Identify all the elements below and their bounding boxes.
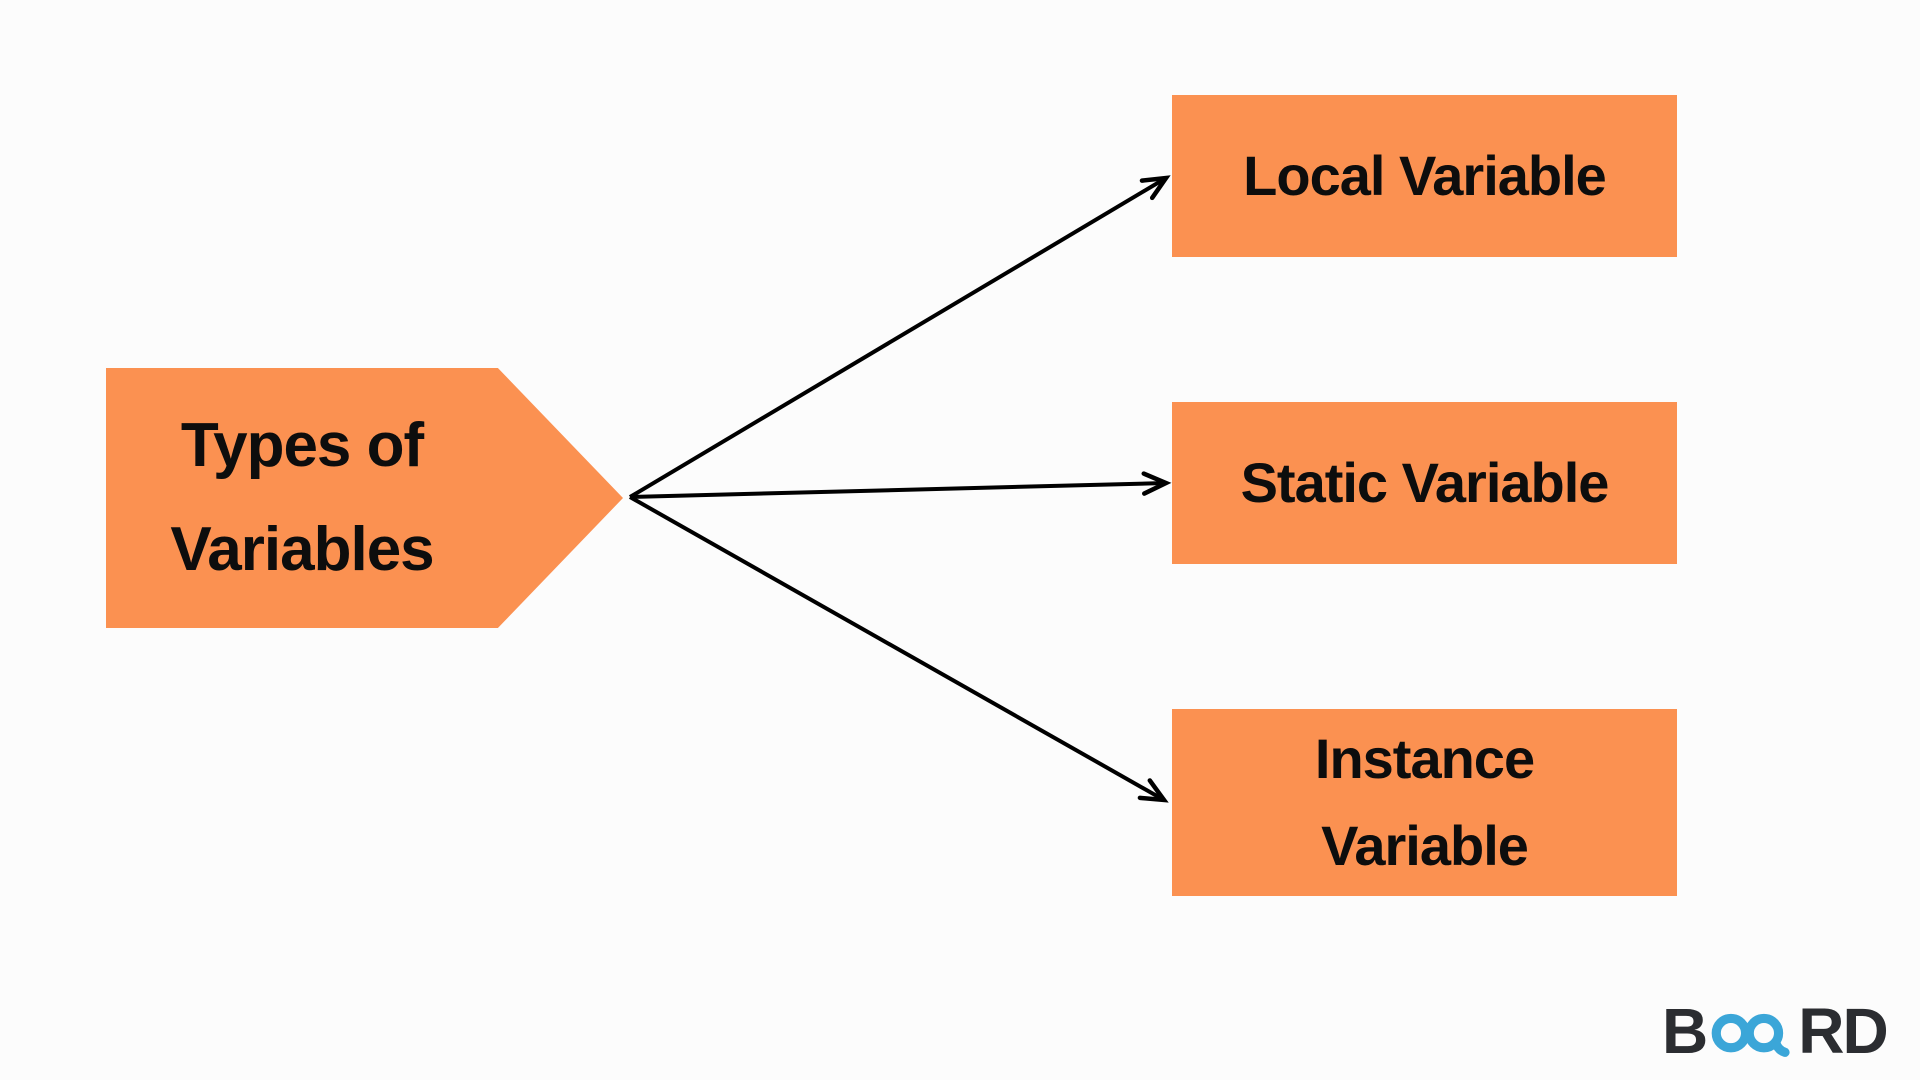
node-instance-variable: Instance Variable <box>1172 709 1677 896</box>
infinity-icon <box>1711 1013 1790 1057</box>
arrow-to-instance-variable <box>629 495 1169 803</box>
root-label-line-2: Variables <box>170 515 434 584</box>
node-local-variable-label: Local Variable <box>1243 143 1607 207</box>
node-static-variable-label: Static Variable <box>1240 450 1610 514</box>
arrow-to-static-variable <box>629 471 1172 499</box>
logo-letter-b: B <box>1662 995 1708 1067</box>
node-local-variable: Local Variable <box>1172 95 1677 257</box>
root-label-line-1: Types of <box>180 410 424 480</box>
board-logo: B RD <box>1662 995 1889 1067</box>
arrow-to-local-variable <box>628 175 1171 499</box>
root-node-types-of-variables: Types of Variables <box>106 368 623 628</box>
node-static-variable: Static Variable <box>1172 402 1677 564</box>
logo-letters-rd: RD <box>1798 995 1888 1067</box>
node-instance-variable-label-line-2: Variable <box>1321 813 1529 877</box>
root-node-label: Types of Variables <box>106 368 498 628</box>
node-instance-variable-label-line-1: Instance <box>1314 726 1535 790</box>
